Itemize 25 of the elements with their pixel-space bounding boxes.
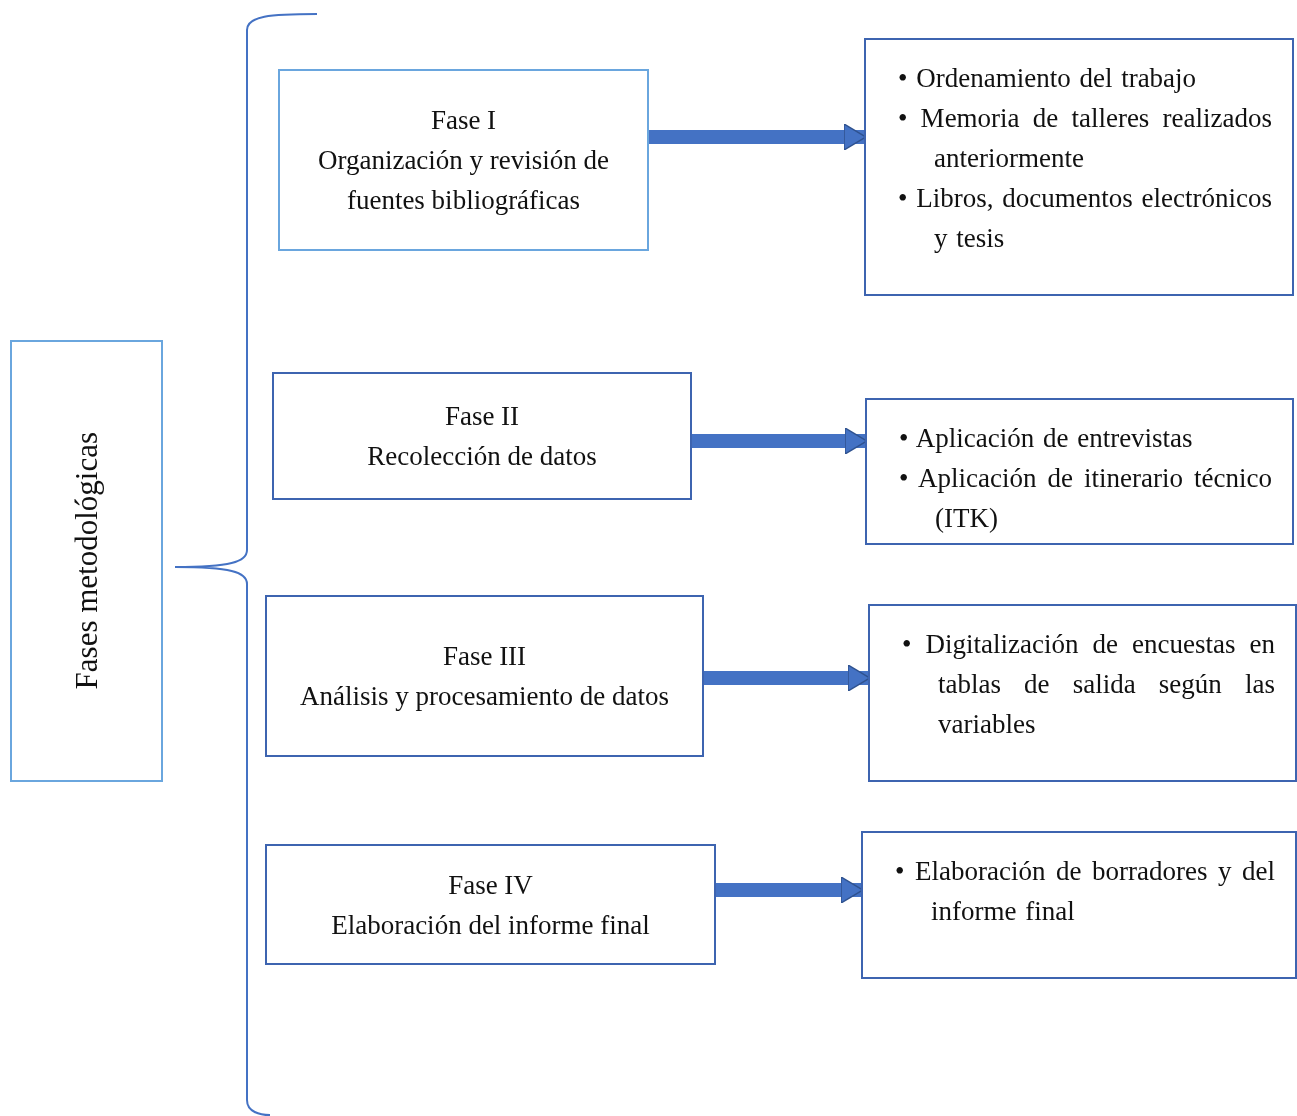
phase-title: Fase II — [444, 400, 520, 433]
bullet-item: • Elaboración de borradores y del informe final — [894, 855, 1275, 928]
bullet-item: • Aplicación de entrevistas — [898, 422, 1194, 455]
bullet-item: • Memoria de talleres realizados anteriormente — [897, 102, 1272, 175]
phase-title: Fase IV — [448, 868, 533, 902]
bullet-item: • Libros, documentos electrónicos y tesis — [897, 182, 1272, 255]
bullet-item: • Digitalización de encuestas en tablas de salida según las variables — [901, 628, 1275, 741]
text-box — [265, 595, 704, 757]
text-box — [861, 831, 1297, 979]
phase-description: Elaboración del informe final — [331, 908, 650, 942]
bullet-item: • Ordenamiento del trabajo — [897, 62, 1198, 95]
phase-description: Organización y revisión de fuentes bibliográficas — [316, 144, 611, 217]
phase-title: Fase I — [430, 104, 497, 137]
text-box — [868, 604, 1297, 782]
text-box — [278, 69, 649, 251]
phase-description: Recolección de datos — [367, 440, 597, 473]
phase-description: Análisis y procesamiento de datos — [300, 680, 669, 713]
text-box — [864, 38, 1294, 296]
phase-title: Fase III — [442, 640, 527, 673]
text-box — [10, 340, 163, 782]
vertical-label: Fases metodológicas — [67, 432, 105, 690]
text-box — [272, 372, 692, 500]
bullet-item: • Aplicación de itinerario técnico (ITK) — [898, 462, 1272, 535]
text-box — [865, 398, 1294, 545]
text-box — [265, 844, 716, 965]
